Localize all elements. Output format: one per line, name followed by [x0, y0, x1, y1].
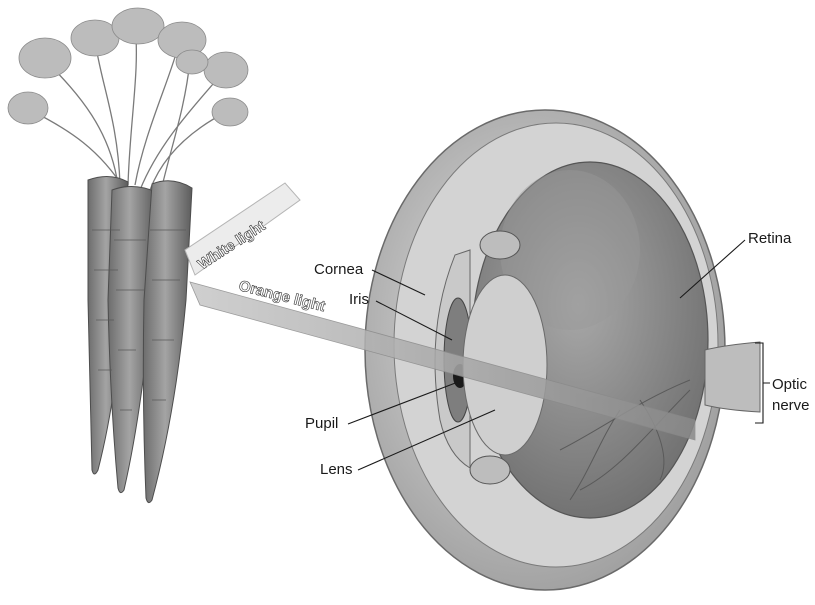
- carrot-leaf-tufts: [8, 8, 248, 126]
- label-optic-nerve-line2: nerve: [772, 397, 810, 414]
- label-iris: Iris: [349, 291, 369, 308]
- label-optic-nerve-line1: Optic: [772, 376, 808, 393]
- optic-nerve-shape: [705, 342, 760, 412]
- label-retina: Retina: [748, 230, 792, 247]
- label-lens: Lens: [320, 461, 353, 478]
- label-pupil: Pupil: [305, 415, 338, 432]
- carrots: [88, 176, 192, 502]
- ciliary-body-top: [480, 231, 520, 259]
- ciliary-body-bottom: [470, 456, 510, 484]
- carrot-right: [143, 181, 192, 503]
- label-cornea: Cornea: [314, 261, 364, 278]
